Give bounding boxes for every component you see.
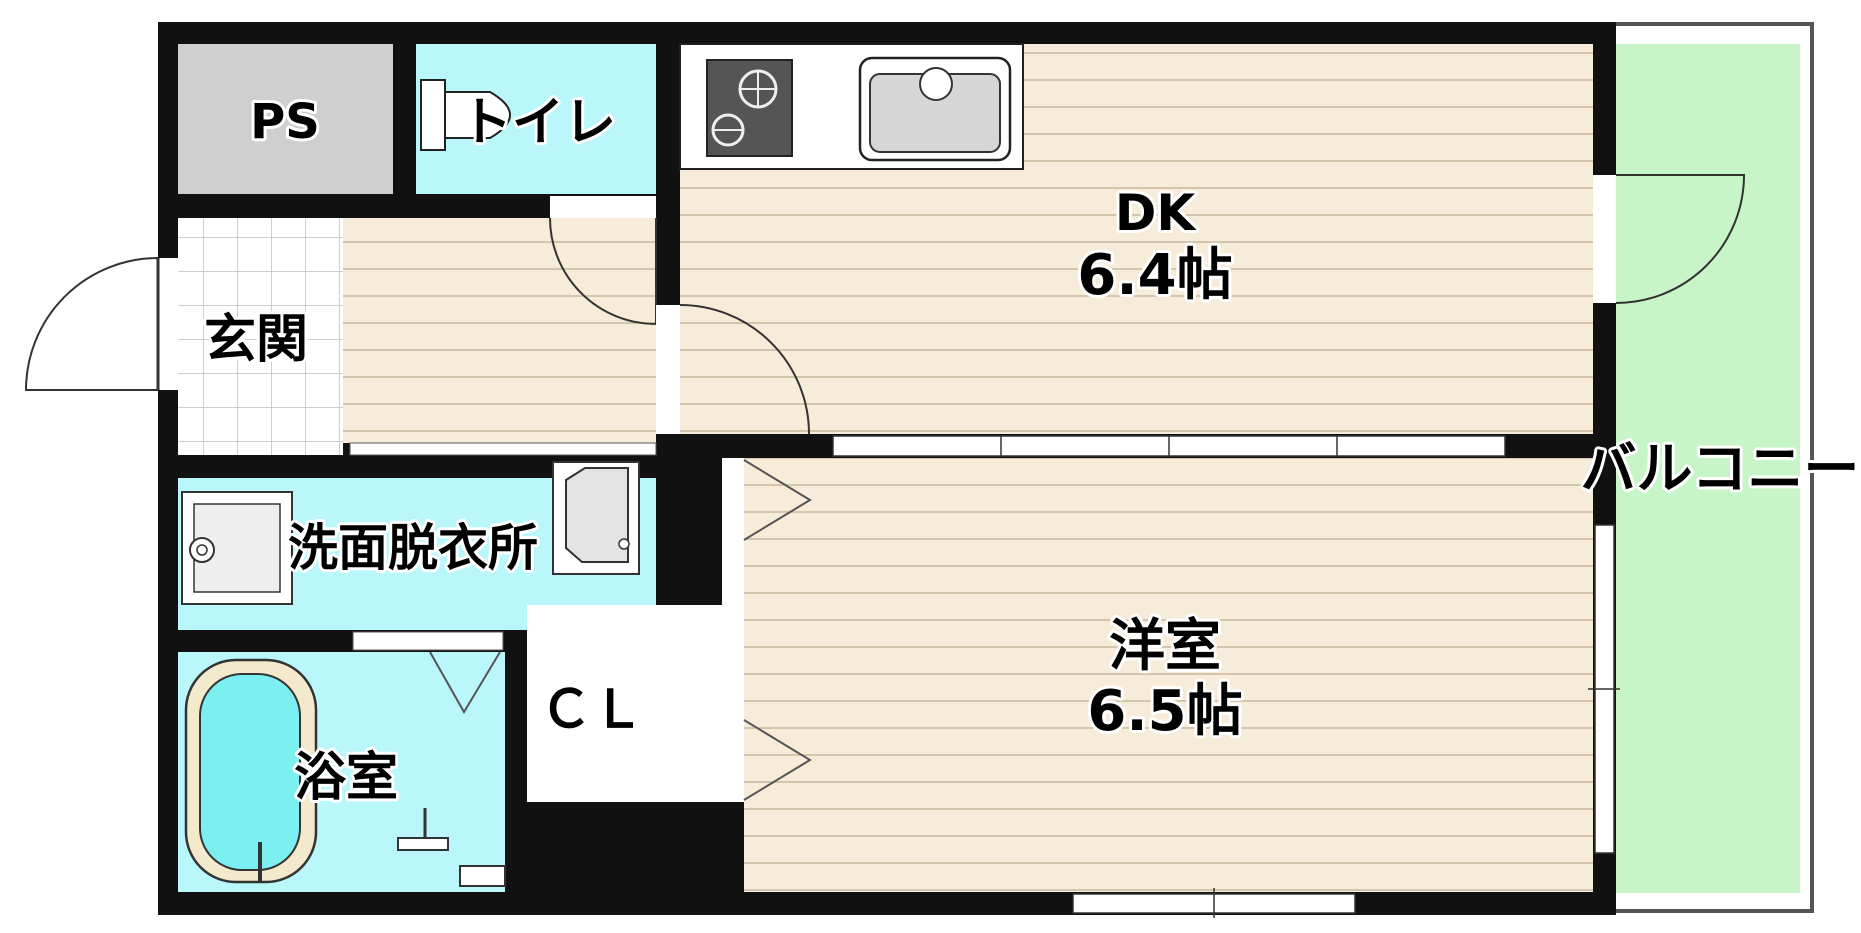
hallway-area: [343, 218, 656, 443]
closet-area: [527, 605, 722, 802]
toilet-icon: [420, 79, 511, 151]
western-room-label: 洋室: [1109, 614, 1221, 679]
balcony-floor: [1616, 44, 1800, 893]
vanity-sink-icon: [552, 461, 640, 575]
western-size-label: 6.5帖: [1087, 679, 1242, 744]
dk-western-partition: [832, 435, 1506, 457]
balcony-rail: [1616, 22, 1814, 913]
western-room-area: [744, 458, 1593, 892]
bathroom-door: [429, 651, 501, 714]
stove-icon: [706, 59, 793, 157]
closet-label: ＣＬ: [540, 680, 644, 740]
bathtub-icon: [184, 658, 318, 884]
western-south-window: [1072, 888, 1356, 918]
dk-label: DK: [1115, 184, 1198, 242]
closet-folding-doors: [743, 459, 812, 801]
dk-balcony-door: [1593, 174, 1746, 304]
washroom-bath-opening: [352, 631, 504, 651]
dk-door: [656, 304, 810, 435]
washroom-label: 洗面脱衣所: [288, 519, 538, 577]
western-balcony-window: [1588, 524, 1620, 854]
closet-door-strip: [722, 458, 744, 802]
balcony-label: バルコニー: [1581, 437, 1860, 502]
dk-size-label: 6.4帖: [1077, 243, 1232, 308]
bathroom-label: 浴室: [294, 748, 398, 808]
ps-label: PS: [250, 94, 320, 150]
toilet-label: トイレ: [460, 93, 616, 153]
hall-door: [549, 196, 657, 326]
entrance-tile-area: [178, 218, 343, 455]
entrance-door: [24, 257, 178, 391]
shower-fixture-icon: [397, 808, 506, 887]
ps-area: [178, 44, 393, 194]
washing-machine-icon: [181, 491, 293, 605]
sink-icon: [858, 56, 1012, 162]
entrance-label: 玄関: [204, 310, 308, 370]
hall-washroom-opening: [349, 442, 657, 456]
